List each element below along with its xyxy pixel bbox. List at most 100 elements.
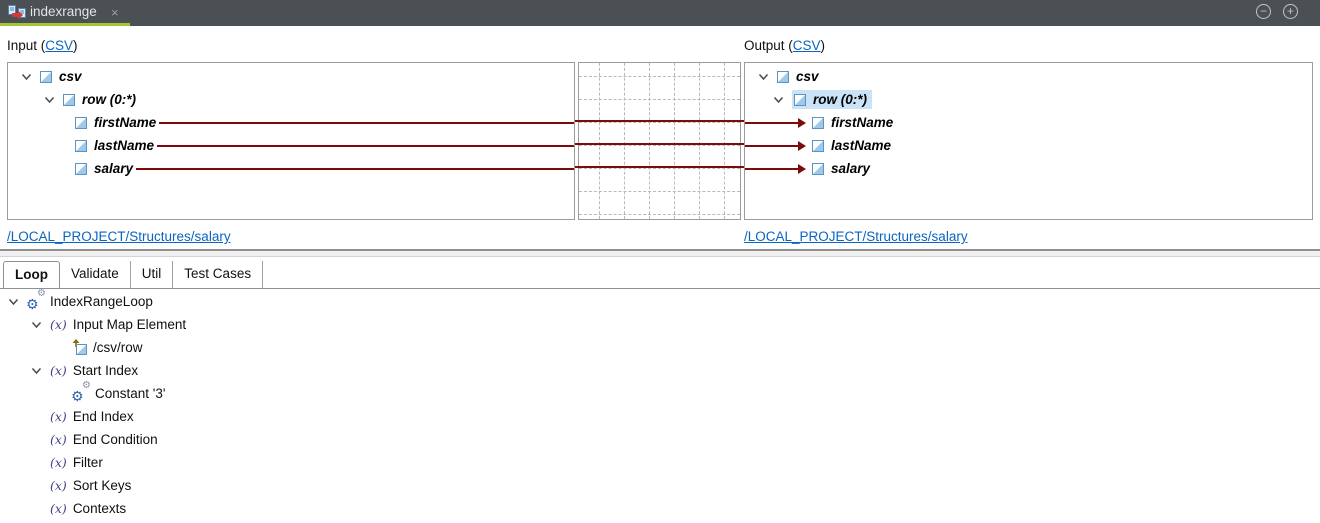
tree-item-label: Constant '3': [95, 386, 166, 401]
minimize-view-icon[interactable]: −: [1256, 4, 1271, 19]
grid-line: [674, 63, 675, 219]
tree-item-label: Sort Keys: [72, 478, 132, 493]
input-node-row[interactable]: row (0:*): [8, 88, 574, 111]
tree-item-constant-3[interactable]: ⚙⚙ Constant '3': [0, 380, 1320, 405]
output-node-row-selected[interactable]: row (0:*): [745, 88, 1312, 111]
maximize-view-icon[interactable]: +: [1283, 4, 1298, 19]
chevron-down-icon[interactable]: [773, 96, 784, 104]
tree-item-start-index[interactable]: (x) Start Index: [0, 359, 1320, 382]
mapping-arrow-head-icon: [798, 117, 806, 128]
output-node-lastname[interactable]: lastName: [745, 134, 1312, 157]
input-node-csv[interactable]: csv: [8, 65, 574, 88]
output-csv-link[interactable]: CSV: [792, 38, 821, 53]
node-label: row (0:*): [813, 92, 867, 107]
input-structure-panel: csv row (0:*) firstName lastName salary: [7, 62, 575, 220]
chevron-down-icon[interactable]: [44, 96, 55, 104]
gears-icon: ⚙⚙: [26, 288, 46, 313]
close-icon[interactable]: ×: [111, 5, 119, 20]
fx-icon: (x): [50, 478, 67, 493]
mapping-arrow-line: [745, 167, 798, 170]
structure-node-icon: [75, 139, 87, 152]
node-label: csv: [796, 69, 819, 84]
output-structure-path-link[interactable]: /LOCAL_PROJECT/Structures/salary: [744, 229, 968, 244]
grid-line: [579, 99, 740, 100]
chevron-down-icon[interactable]: [21, 73, 32, 81]
fx-icon: (x): [50, 432, 67, 447]
tree-item-input-map-element[interactable]: (x) Input Map Element: [0, 313, 1320, 336]
tab-test-cases[interactable]: Test Cases: [173, 261, 264, 288]
mapping-arrow-head-icon: [798, 163, 806, 174]
tab-validate[interactable]: Validate: [60, 261, 131, 288]
input-node-salary[interactable]: salary: [8, 157, 574, 180]
output-heading-suffix: ): [820, 38, 826, 53]
tree-item-label: Input Map Element: [72, 317, 187, 332]
horizontal-sash[interactable]: [0, 249, 1320, 257]
structure-node-icon: [75, 116, 87, 129]
fx-icon: (x): [50, 409, 67, 424]
structure-node-icon: [812, 139, 824, 152]
node-label: lastName: [94, 138, 155, 153]
tree-item-contexts[interactable]: (x) Contexts: [0, 497, 1320, 520]
input-structure-path-link[interactable]: /LOCAL_PROJECT/Structures/salary: [7, 229, 231, 244]
node-label: row (0:*): [82, 92, 136, 107]
chevron-down-icon[interactable]: [8, 298, 19, 306]
input-node-lastname[interactable]: lastName: [8, 134, 574, 157]
grid-line: [649, 63, 650, 219]
grid-line: [699, 63, 700, 219]
output-section-heading: Output (CSV): [744, 38, 825, 53]
structure-node-icon: [812, 162, 824, 175]
mapping-connection-line: [157, 144, 574, 147]
tab-loop[interactable]: Loop: [3, 261, 60, 288]
mapping-connection-line: [136, 167, 574, 170]
output-node-csv[interactable]: csv: [745, 65, 1312, 88]
output-node-firstname[interactable]: firstName: [745, 111, 1312, 134]
structure-node-icon: [63, 93, 75, 106]
mapping-connection-line: [575, 143, 744, 145]
tab-util[interactable]: Util: [131, 261, 174, 288]
output-heading-text: Output (: [744, 38, 793, 53]
grid-line: [579, 168, 740, 169]
tree-item-end-index[interactable]: (x) End Index: [0, 405, 1320, 428]
input-node-firstname[interactable]: firstName: [8, 111, 574, 134]
active-tab-underline: [0, 23, 130, 26]
selected-node-highlight[interactable]: row (0:*): [792, 90, 872, 109]
mapping-connection-line: [159, 121, 574, 124]
mapping-arrow-line: [745, 144, 798, 147]
grid-line: [579, 76, 740, 77]
node-label: firstName: [94, 115, 157, 130]
grid-line: [579, 214, 740, 215]
tree-item-label: Filter: [72, 455, 103, 470]
chevron-down-icon[interactable]: [31, 367, 42, 375]
tree-item-label: Start Index: [72, 363, 139, 378]
tree-item-indexrangeloop[interactable]: ⚙⚙ IndexRangeLoop: [0, 288, 1320, 313]
structure-node-icon: [40, 70, 52, 83]
input-csv-link[interactable]: CSV: [45, 38, 74, 53]
gears-icon: ⚙⚙: [71, 380, 91, 405]
grid-line: [579, 191, 740, 192]
tree-item-csv-row[interactable]: /csv/row: [0, 336, 1320, 359]
structure-node-icon: [777, 70, 789, 83]
mapping-canvas: [578, 62, 741, 220]
structure-node-icon: [794, 93, 806, 106]
editor-tab-strip: indexrange × − +: [0, 0, 1320, 26]
tree-item-filter[interactable]: (x) Filter: [0, 451, 1320, 474]
properties-tabbar: Loop Validate Util Test Cases: [0, 260, 1320, 289]
map-element-icon: [72, 339, 87, 355]
editor-tab-indexrange[interactable]: indexrange ×: [0, 0, 130, 26]
chevron-down-icon[interactable]: [31, 321, 42, 329]
tree-item-sort-keys[interactable]: (x) Sort Keys: [0, 474, 1320, 497]
node-label: salary: [831, 161, 871, 176]
node-label: salary: [94, 161, 134, 176]
mapping-connection-line: [575, 166, 744, 168]
mapping-arrow-line: [745, 121, 798, 124]
tree-item-end-condition[interactable]: (x) End Condition: [0, 428, 1320, 451]
node-label: csv: [59, 69, 82, 84]
fx-icon: (x): [50, 363, 67, 378]
grid-line: [579, 145, 740, 146]
output-node-salary[interactable]: salary: [745, 157, 1312, 180]
grid-line: [599, 63, 600, 219]
tree-item-label: /csv/row: [93, 340, 143, 355]
node-label: firstName: [831, 115, 894, 130]
chevron-down-icon[interactable]: [758, 73, 769, 81]
